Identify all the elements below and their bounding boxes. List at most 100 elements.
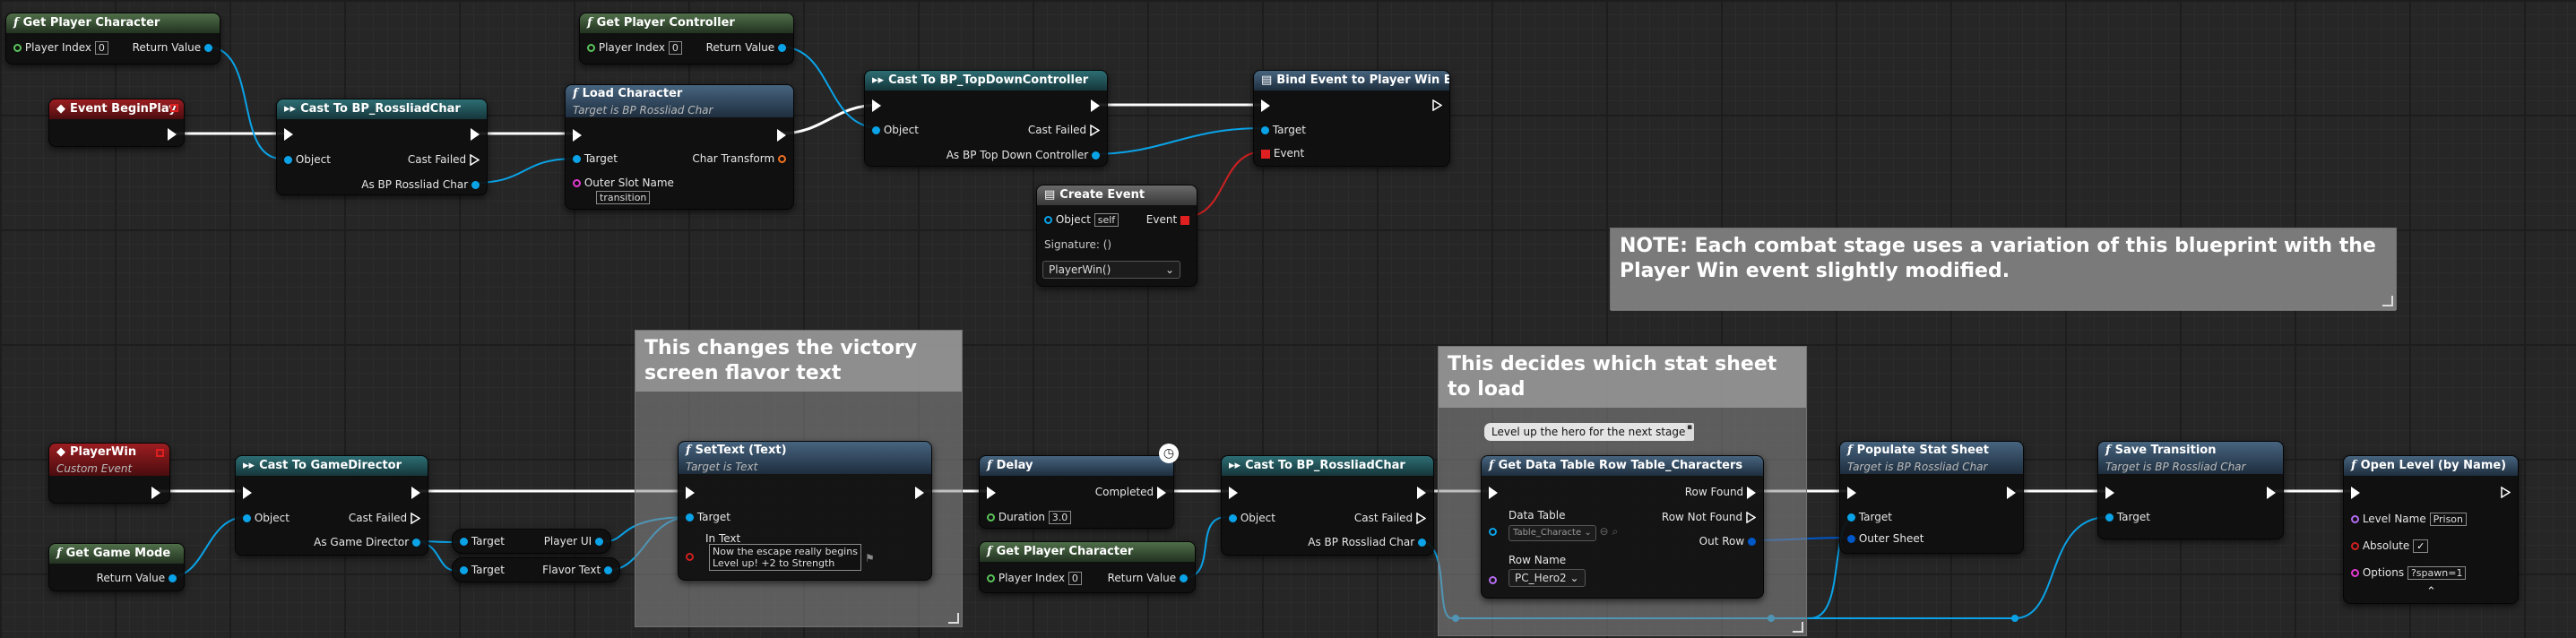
exec-in-pin[interactable]: [243, 485, 252, 499]
as-rossliad-pin[interactable]: As BP Rossliad Char: [361, 177, 480, 192]
player-ui-pin[interactable]: Player UI: [544, 534, 603, 548]
exec-out-pin[interactable]: [168, 126, 177, 141]
function-select[interactable]: PlayerWin()⌄: [1042, 261, 1180, 279]
target-pin[interactable]: Target: [573, 151, 618, 166]
node-cast-topdown[interactable]: ▸▸Cast To BP_TopDownController Object Ca…: [864, 70, 1108, 167]
in-text-input[interactable]: Now the escape really begins Level up! +…: [709, 544, 861, 571]
target-pin[interactable]: Target: [1261, 123, 1306, 137]
player-index-pin[interactable]: Player Index 0: [13, 40, 108, 55]
object-self-input[interactable]: self: [1094, 213, 1119, 227]
char-transform-pin[interactable]: Char Transform: [692, 151, 786, 166]
outer-sheet-pin[interactable]: Outer Sheet: [1847, 531, 1923, 546]
row-found-pin[interactable]: Row Found: [1685, 485, 1756, 499]
row-not-found-pin[interactable]: Row Not Found: [1662, 510, 1756, 524]
exec-out-pin[interactable]: [1091, 98, 1100, 112]
level-name-input[interactable]: Prison: [2429, 513, 2468, 526]
object-pin[interactable]: Object: [1229, 511, 1275, 525]
browse-icon[interactable]: ⊖ ⌕: [1599, 525, 1619, 538]
exec-out-pin[interactable]: [2267, 485, 2276, 499]
exec-out-pin[interactable]: [151, 485, 160, 499]
outer-slot-name-pin[interactable]: Outer Slot Name: [573, 176, 674, 190]
exec-in-pin[interactable]: [1847, 485, 1856, 499]
exec-out-pin[interactable]: [1417, 485, 1426, 499]
return-value-pin[interactable]: Return Value: [1108, 571, 1188, 585]
exec-in-pin[interactable]: [2351, 485, 2360, 499]
chevron-up-icon[interactable]: ⌃: [2426, 585, 2436, 599]
node-create-event[interactable]: ▤Create Event Object self Event Signatur…: [1036, 185, 1197, 287]
flavor-text-pin[interactable]: Flavor Text: [542, 563, 612, 577]
target-pin[interactable]: Target: [1847, 510, 1892, 524]
resize-grip-icon[interactable]: [1793, 622, 1803, 633]
object-pin[interactable]: Object: [284, 152, 331, 167]
row-name-select[interactable]: PC_Hero2 ⌄: [1508, 569, 1586, 587]
duration-pin[interactable]: Duration 3.0: [987, 510, 1072, 524]
in-text-pin[interactable]: [686, 549, 694, 564]
exec-in-pin[interactable]: [573, 127, 582, 142]
resize-grip-icon[interactable]: [2382, 296, 2393, 306]
object-pin[interactable]: Object: [872, 123, 919, 137]
exec-out-pin[interactable]: [2007, 485, 2016, 499]
exec-out-pin[interactable]: [471, 126, 480, 141]
player-index-input[interactable]: 0: [94, 41, 108, 55]
data-table-pin[interactable]: [1489, 524, 1497, 539]
options-pin[interactable]: Options ?spawn=1: [2351, 565, 2467, 580]
duration-input[interactable]: 3.0: [1048, 511, 1072, 524]
exec-in-pin[interactable]: [2105, 485, 2114, 499]
cast-failed-pin[interactable]: Cast Failed: [1028, 123, 1100, 137]
target-pin[interactable]: Target: [460, 534, 505, 548]
exec-out-pin[interactable]: [1432, 98, 1442, 112]
target-pin[interactable]: Target: [460, 563, 505, 577]
comment-note[interactable]: NOTE: Each combat stage uses a variation…: [1610, 228, 2397, 311]
player-index-pin[interactable]: Player Index 0: [587, 40, 682, 55]
as-game-director-pin[interactable]: As Game Director: [314, 535, 420, 549]
exec-out-pin[interactable]: [411, 485, 420, 499]
exec-in-pin[interactable]: [987, 485, 996, 499]
exec-in-pin[interactable]: [872, 98, 881, 112]
node-comment-bubble[interactable]: Level up the hero for the next stage: [1484, 423, 1693, 441]
player-index-input[interactable]: 0: [1068, 572, 1082, 585]
player-index-pin[interactable]: Player Index 0: [987, 571, 1082, 585]
level-name-pin[interactable]: Level Name Prison: [2351, 512, 2468, 526]
resize-grip-icon[interactable]: [948, 613, 959, 624]
object-pin[interactable]: Object self: [1044, 212, 1119, 227]
node-cast-rossliad-bottom[interactable]: ▸▸Cast To BP_RossliadChar Object Cast Fa…: [1221, 455, 1434, 556]
cast-failed-pin[interactable]: Cast Failed: [408, 152, 480, 167]
player-index-input[interactable]: 0: [668, 41, 682, 55]
exec-in-pin[interactable]: [1261, 98, 1270, 112]
object-pin[interactable]: Object: [243, 511, 290, 525]
absolute-pin[interactable]: Absolute ✓: [2351, 539, 2429, 553]
exec-out-pin[interactable]: [915, 485, 924, 499]
cast-failed-pin[interactable]: Cast Failed: [349, 511, 420, 525]
exec-in-pin[interactable]: [1489, 485, 1498, 499]
bubble-pin-icon[interactable]: ▪: [1685, 423, 1694, 441]
absolute-checkbox[interactable]: ✓: [2413, 539, 2429, 553]
exec-in-pin[interactable]: [1229, 485, 1238, 499]
node-getter-flavor-text[interactable]: Target Flavor Text: [452, 557, 620, 582]
exec-out-pin[interactable]: [2501, 485, 2511, 499]
return-value-pin[interactable]: Return Value: [706, 40, 786, 55]
node-bind-event[interactable]: ▤Bind Event to Player Win ED Target Even…: [1253, 70, 1450, 167]
completed-pin[interactable]: Completed: [1095, 485, 1166, 499]
node-event-beginplay[interactable]: ◆Event BeginPlay: [48, 99, 185, 147]
target-pin[interactable]: Target: [2105, 510, 2150, 524]
cast-failed-pin[interactable]: Cast Failed: [1354, 511, 1426, 525]
out-row-pin[interactable]: Out Row: [1699, 534, 1756, 548]
as-topdown-pin[interactable]: As BP Top Down Controller: [947, 148, 1100, 162]
row-name-pin[interactable]: [1489, 573, 1497, 587]
event-out-pin[interactable]: Event: [1146, 212, 1189, 227]
exec-in-pin[interactable]: [686, 485, 695, 499]
node-getter-player-ui[interactable]: Target Player UI: [452, 529, 611, 554]
event-pin[interactable]: Event: [1261, 146, 1304, 160]
